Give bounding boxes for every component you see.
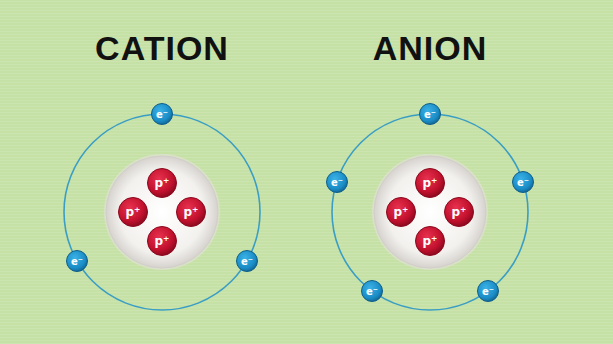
electron: e⁻ — [361, 280, 383, 302]
proton-ball — [148, 227, 177, 256]
electron-label: e⁻ — [424, 109, 436, 120]
atom-heading: ANION — [310, 28, 550, 68]
proton-ball — [416, 227, 445, 256]
electron-ball — [67, 251, 88, 272]
proton-label: p⁺ — [155, 234, 170, 248]
nucleus-halo — [372, 154, 488, 270]
electron-label: e⁻ — [71, 256, 83, 267]
electron-label: e⁻ — [366, 286, 378, 297]
atom: CATION p⁺ p⁺ p⁺ p⁺ e⁻ e⁻ e⁻ — [42, 28, 282, 328]
proton: p⁺ — [147, 226, 177, 256]
electron: e⁻ — [326, 171, 348, 193]
electron: e⁻ — [419, 103, 441, 125]
proton-label: p⁺ — [423, 234, 438, 248]
proton: p⁺ — [176, 197, 206, 227]
electron-label: e⁻ — [331, 177, 343, 188]
nucleus — [106, 156, 218, 268]
electron-ball — [152, 104, 173, 125]
nucleus — [374, 156, 486, 268]
electron-label: e⁻ — [517, 177, 529, 188]
proton-ball — [148, 169, 177, 198]
proton-ball — [387, 198, 416, 227]
proton: p⁺ — [415, 226, 445, 256]
proton: p⁺ — [118, 197, 148, 227]
electron-label: e⁻ — [241, 256, 253, 267]
electron-label: e⁻ — [482, 286, 494, 297]
electron-ball — [237, 251, 258, 272]
proton: p⁺ — [444, 197, 474, 227]
electron: e⁻ — [151, 103, 173, 125]
electron-label: e⁻ — [156, 109, 168, 120]
proton: p⁺ — [147, 168, 177, 198]
proton-label: p⁺ — [452, 205, 467, 219]
proton-label: p⁺ — [155, 176, 170, 190]
electron-ball — [478, 281, 499, 302]
electron: e⁻ — [66, 250, 88, 272]
electron: e⁻ — [236, 250, 258, 272]
electron-ball — [513, 172, 534, 193]
proton-label: p⁺ — [126, 205, 141, 219]
proton-ball — [177, 198, 206, 227]
proton-ball — [119, 198, 148, 227]
proton-ball — [445, 198, 474, 227]
proton: p⁺ — [386, 197, 416, 227]
electron-ball — [362, 281, 383, 302]
proton-label: p⁺ — [423, 176, 438, 190]
electron: e⁻ — [512, 171, 534, 193]
electron-ball — [327, 172, 348, 193]
atom: ANION p⁺ p⁺ p⁺ p⁺ e⁻ e⁻ e⁻ e⁻ e⁻ — [310, 28, 550, 328]
nucleus-halo — [104, 154, 220, 270]
electron-ball — [420, 104, 441, 125]
electron: e⁻ — [477, 280, 499, 302]
proton-label: p⁺ — [394, 205, 409, 219]
proton-label: p⁺ — [184, 205, 199, 219]
electron-orbit — [332, 114, 528, 310]
proton: p⁺ — [415, 168, 445, 198]
proton-ball — [416, 169, 445, 198]
electron-orbit — [64, 114, 260, 310]
atom-heading: CATION — [42, 28, 282, 68]
